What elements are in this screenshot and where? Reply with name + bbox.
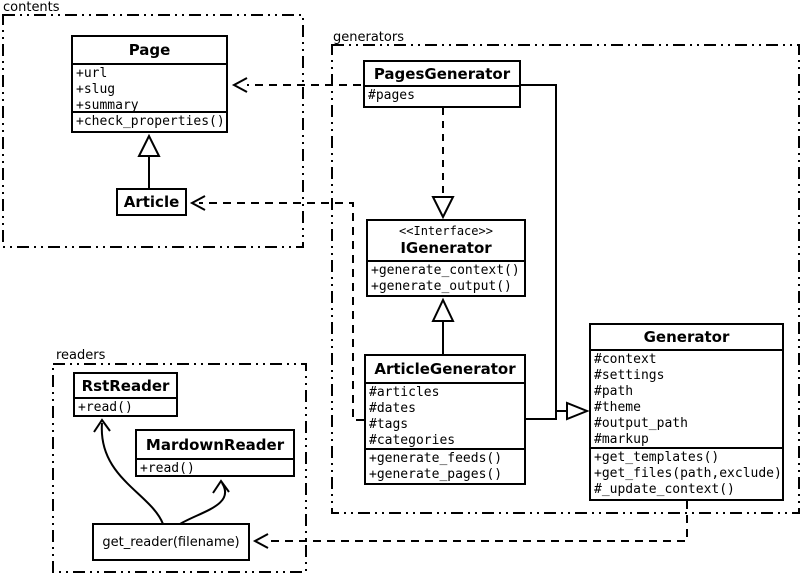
class-pagesgenerator-title: PagesGenerator <box>373 64 511 83</box>
member-row: +generate_context() <box>371 263 520 278</box>
arrowhead-open-mardownreader <box>212 479 230 494</box>
member-row: +check_properties() <box>76 114 225 129</box>
arrowhead-open-page <box>231 77 248 93</box>
class-igenerator-methods: +generate_context()+generate_output() <box>368 260 524 295</box>
class-igenerator: <<Interface>> IGenerator +generate_conte… <box>366 219 526 297</box>
edge-articlegenerator-to-article <box>199 202 364 421</box>
member-row: +generate_pages() <box>369 467 503 482</box>
triangle-generator-left <box>566 401 590 421</box>
member-row: #markup <box>594 432 649 447</box>
member-row: +slug <box>76 82 116 97</box>
class-igenerator-stereotype: <<Interface>> <box>399 224 493 238</box>
member-row: #_update_context() <box>594 482 735 497</box>
class-articlegenerator-title: ArticleGenerator <box>374 360 516 378</box>
class-mardownreader-title: MardownReader <box>145 435 285 454</box>
member-row: #pages <box>368 88 415 103</box>
member-row: +get_files(path,exclude) <box>594 466 782 481</box>
class-pagesgenerator: PagesGenerator #pages <box>363 60 521 108</box>
member-row: +summary <box>76 98 139 111</box>
edge-pagesgenerator-to-generator <box>521 84 567 412</box>
package-label-readers: readers <box>56 348 106 363</box>
member-row: #dates <box>369 401 416 416</box>
member-row: +generate_feeds() <box>369 451 503 466</box>
edge-articlegenerator-to-generator <box>526 411 557 420</box>
class-article: Article <box>116 188 187 216</box>
package-generators-border <box>331 44 800 514</box>
member-row: +url <box>76 66 108 81</box>
edge-getreader-to-mardownreader <box>179 482 226 525</box>
member-row: +get_templates() <box>594 450 720 465</box>
class-page-title: Page <box>128 41 171 59</box>
class-articlegenerator-methods: +generate_feeds()+generate_pages() <box>366 448 524 483</box>
edge-generator-to-getreader <box>266 501 688 542</box>
class-pagesgenerator-attributes: #pages <box>365 85 519 106</box>
class-generator-title: Generator <box>643 328 730 346</box>
member-row: #path <box>594 384 634 399</box>
triangle-igenerator-bottom <box>431 297 455 322</box>
class-articlegenerator-attributes: #articles#dates#tags#categories <box>366 382 524 448</box>
arrowhead-open-article <box>189 195 206 211</box>
member-row: #output_path <box>594 416 688 431</box>
class-generator-attributes: #context#settings#path#theme#output_path… <box>591 349 782 447</box>
class-mardownreader: MardownReader +read() <box>135 429 295 477</box>
package-contents-border <box>2 14 304 248</box>
member-row: +generate_output() <box>371 279 512 294</box>
member-row: #categories <box>369 433 456 448</box>
class-article-title: Article <box>123 193 180 211</box>
member-row: +read() <box>78 400 133 415</box>
triangle-page-bottom <box>137 133 161 157</box>
class-rstreader-methods: +read() <box>75 397 176 415</box>
class-generator-methods: +get_templates()+get_files(path,exclude)… <box>591 447 782 499</box>
arrowhead-open-getreader <box>252 533 269 549</box>
class-igenerator-name: IGenerator <box>400 239 492 257</box>
class-mardownreader-methods: +read() <box>137 458 293 475</box>
package-label-generators: generators <box>333 30 404 45</box>
member-row: +read() <box>140 461 195 475</box>
edge-getreader-to-rstreader <box>100 422 164 525</box>
member-row: #theme <box>594 400 641 415</box>
arrowhead-open-rstreader <box>93 418 111 433</box>
class-page-methods: +check_properties() <box>73 111 226 131</box>
class-generator: Generator #context#settings#path#theme#o… <box>589 323 784 501</box>
member-row: #settings <box>594 368 665 383</box>
class-igenerator-title: <<Interface>> IGenerator <box>368 221 524 260</box>
triangle-igenerator-top <box>431 196 455 220</box>
class-rstreader-title: RstReader <box>81 376 170 395</box>
function-get-reader-label: get_reader(filename) <box>102 534 240 550</box>
member-row: #articles <box>369 385 440 400</box>
class-page: Page +url+slug+summary +check_properties… <box>71 35 228 133</box>
class-rstreader: RstReader +read() <box>73 372 178 417</box>
member-row: #tags <box>369 417 409 432</box>
package-readers-border <box>52 363 307 573</box>
member-row: #context <box>594 352 657 367</box>
function-get-reader: get_reader(filename) <box>92 523 250 561</box>
package-label-contents: contents <box>3 0 60 15</box>
class-page-attributes: +url+slug+summary <box>73 63 226 111</box>
class-articlegenerator: ArticleGenerator #articles#dates#tags#ca… <box>364 354 526 485</box>
